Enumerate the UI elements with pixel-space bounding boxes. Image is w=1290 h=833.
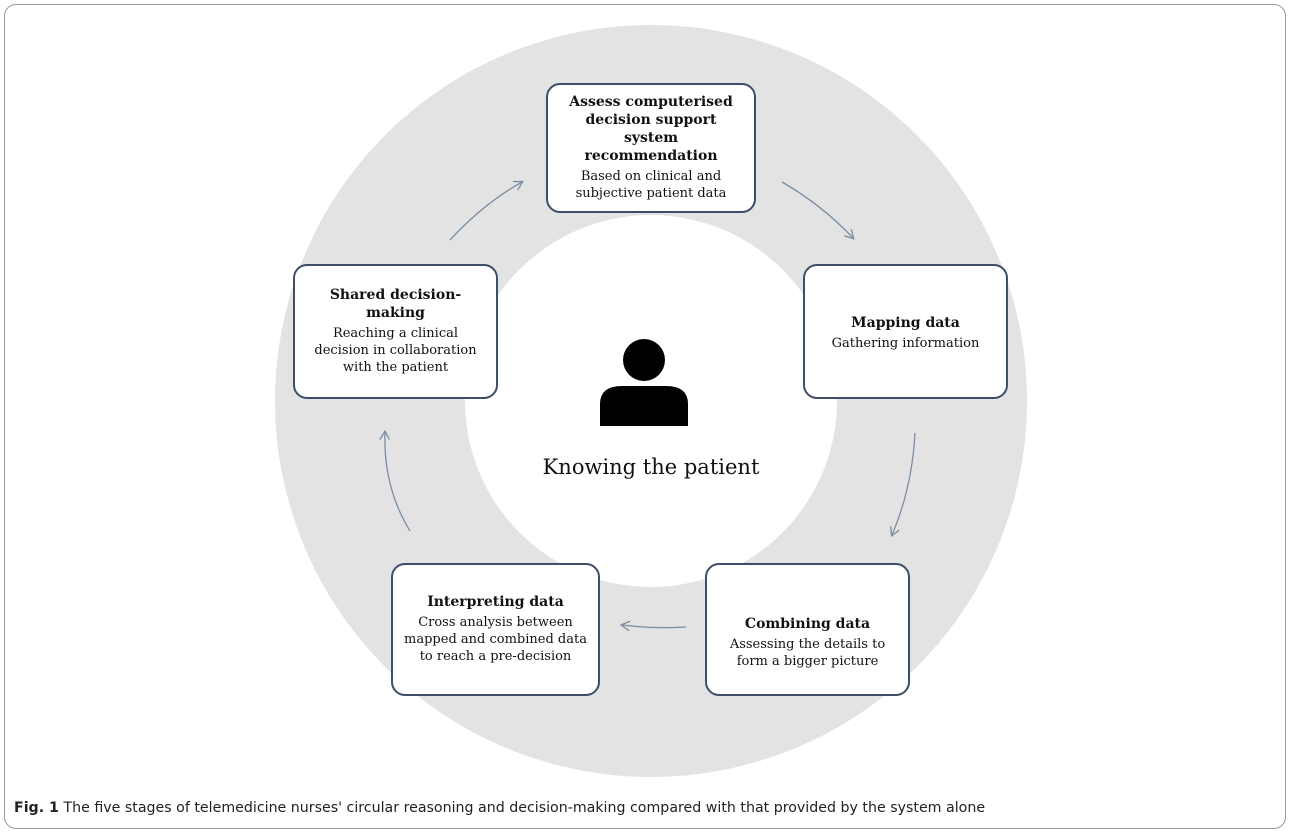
person-icon	[600, 339, 688, 426]
stage-combining-description: Assessing the details to form a bigger p…	[729, 637, 886, 670]
stage-interpreting-box: Interpreting data Cross analysis between…	[391, 563, 600, 696]
stage-shared-description: Reaching a clinical decision in collabor…	[314, 326, 477, 376]
arrow-shared-to-assess	[449, 182, 522, 241]
stage-combining-title: Combining data	[744, 616, 871, 632]
arrow-interpreting-to-shared	[385, 432, 411, 532]
stage-mapping-title: Mapping data	[851, 315, 960, 331]
arrow-assess-to-mapping	[781, 181, 853, 238]
stage-combining-box: Combining data Assessing the details to …	[705, 563, 910, 696]
center-label: Knowing the patient	[542, 455, 760, 479]
stage-assess-box: Assess computerised decision support sys…	[546, 83, 756, 213]
stage-interpreting-description: Cross analysis between mapped and combin…	[404, 615, 587, 665]
arrow-mapping-to-combining	[892, 432, 916, 535]
stage-interpreting-title: Interpreting data	[427, 594, 564, 611]
stage-assess-title: Assess computerised decision support sys…	[569, 93, 733, 165]
stage-mapping-box: Mapping data Gathering information	[803, 264, 1008, 399]
stage-assess-description: Based on clinical and subjective patient…	[575, 169, 727, 202]
caption-label: Fig. 1	[14, 800, 59, 816]
arrow-combining-to-interpreting	[622, 625, 687, 628]
stage-shared-box: Shared decision-making Reaching a clinic…	[293, 264, 498, 399]
stage-shared-title: Shared decision-making	[329, 286, 462, 322]
figure-caption: Fig. 1 The five stages of telemedicine n…	[14, 800, 1284, 816]
caption-text: The five stages of telemedicine nurses' …	[58, 800, 986, 816]
stage-mapping-description: Gathering information	[831, 336, 980, 352]
